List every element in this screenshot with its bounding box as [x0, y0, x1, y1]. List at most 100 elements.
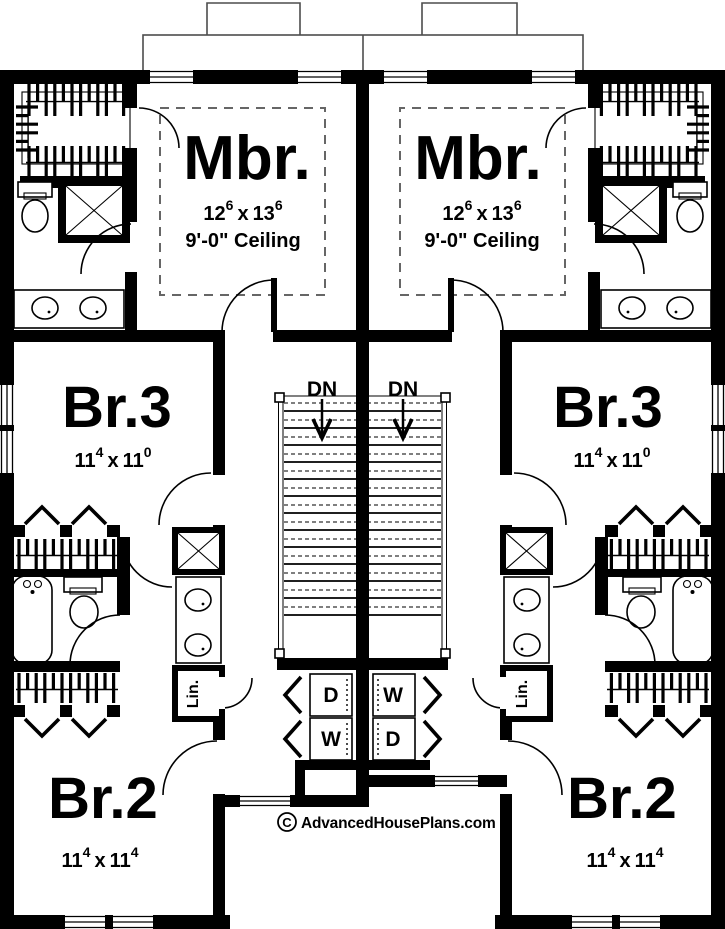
toilet-compartment-door-arc	[604, 614, 656, 666]
copyright-letter: C	[282, 815, 292, 830]
chase-icon	[500, 527, 553, 575]
stairs	[369, 392, 451, 659]
window	[572, 915, 660, 929]
hall-bath-door-arc	[552, 536, 604, 588]
closet-rod-hatch	[16, 673, 118, 703]
appliance-box	[372, 717, 416, 761]
laundry-closet	[282, 673, 353, 761]
dryer-label: D	[385, 728, 400, 751]
bedroom3-label: Br.3	[62, 375, 172, 440]
linen-label: Lin.	[514, 680, 531, 708]
stairs-down-label: DN	[388, 378, 418, 401]
window	[0, 385, 14, 473]
bedroom3-label: Br.3	[553, 375, 663, 440]
bedroom2-door-arc	[507, 740, 563, 796]
stairs-down-label: DN	[307, 378, 337, 401]
hall-bath	[11, 527, 225, 722]
bedroom3-closet	[16, 504, 118, 569]
chase-icon	[172, 527, 225, 575]
bifold-door-icon	[664, 504, 702, 526]
down-arrow-icon	[392, 399, 414, 443]
closet-rod-hatch	[607, 673, 709, 703]
vanity-icon	[600, 289, 712, 329]
bifold-door-icon	[282, 719, 303, 759]
closet-rod-hatch	[687, 104, 709, 158]
master-walkin-closet	[594, 84, 709, 176]
washer-label: W	[321, 728, 341, 751]
window	[65, 915, 153, 929]
party-wall	[356, 70, 369, 807]
linen-door-arc	[472, 677, 504, 709]
bathtub-icon	[672, 575, 714, 665]
bifold-door-icon	[282, 675, 303, 715]
window	[532, 70, 575, 84]
windows	[0, 70, 341, 929]
closet-rod-hatch	[597, 84, 699, 116]
down-arrow-icon	[311, 399, 333, 443]
rear-wall-left-unit	[219, 770, 369, 807]
dryer-label: D	[323, 684, 338, 707]
stair-treads	[369, 402, 441, 616]
master-door	[221, 278, 277, 333]
rear-wall-right-unit	[356, 775, 507, 787]
bedroom2-closet	[607, 673, 709, 739]
closet-rod-hatch	[16, 104, 38, 158]
ceiling-break-line	[399, 107, 566, 296]
watermark: C AdvancedHousePlans.com	[277, 812, 496, 832]
closet-rod-hatch	[26, 84, 128, 116]
bedroom3-closet	[607, 504, 709, 569]
bedroom2-closet	[16, 673, 118, 739]
bedroom2-label: Br.2	[48, 766, 158, 831]
bedroom2-door-arc	[162, 740, 218, 796]
bifold-door-icon	[617, 504, 655, 526]
left-unit-geometry	[0, 70, 363, 929]
master-bath	[595, 178, 712, 329]
bifold-door-icon	[70, 504, 108, 526]
walls	[0, 70, 363, 929]
toilet-icon	[622, 576, 662, 629]
closet-door-arc	[138, 107, 180, 149]
bifold-door-icon	[23, 717, 61, 739]
washer-label: W	[383, 684, 403, 707]
master-ceiling-label: 9'-0" Ceiling	[185, 230, 300, 252]
master-ceiling-label: 9'-0" Ceiling	[424, 230, 539, 252]
shower-icon	[58, 178, 130, 243]
vanity-icon	[503, 576, 550, 664]
window	[384, 70, 427, 84]
bedroom2-label: Br.2	[567, 766, 677, 831]
watermark-text: AdvancedHousePlans.com	[301, 815, 496, 832]
closet-rod-hatch	[26, 146, 128, 176]
bifold-door-icon	[23, 504, 61, 526]
hall-bath-door-arc	[121, 536, 173, 588]
bifold-door-icon	[70, 717, 108, 739]
appliance-box	[309, 717, 353, 761]
bathtub-icon	[11, 575, 53, 665]
master-walkin-closet	[16, 84, 131, 176]
stairs	[274, 392, 356, 659]
windows	[384, 70, 725, 929]
appliance-box	[372, 673, 416, 717]
closet-rod-hatch	[597, 146, 699, 176]
master-room-label: Mbr.	[183, 124, 310, 193]
hall-bath	[500, 527, 714, 722]
bifold-door-icon	[422, 675, 443, 715]
bedroom3-door-arc	[513, 472, 567, 526]
window	[298, 70, 341, 84]
closet-rod-hatch	[16, 539, 118, 569]
closet-door-arc	[545, 107, 587, 149]
linen-closet	[500, 665, 553, 722]
master-room-label: Mbr.	[414, 124, 541, 193]
linen-closet	[172, 665, 225, 722]
porch-outline	[142, 2, 584, 73]
toilet-compartment-door-arc	[69, 614, 121, 666]
master-bath	[13, 178, 130, 329]
bifold-door-icon	[422, 719, 443, 759]
shower-icon	[595, 178, 667, 243]
master-bath-door-arc	[80, 223, 132, 275]
